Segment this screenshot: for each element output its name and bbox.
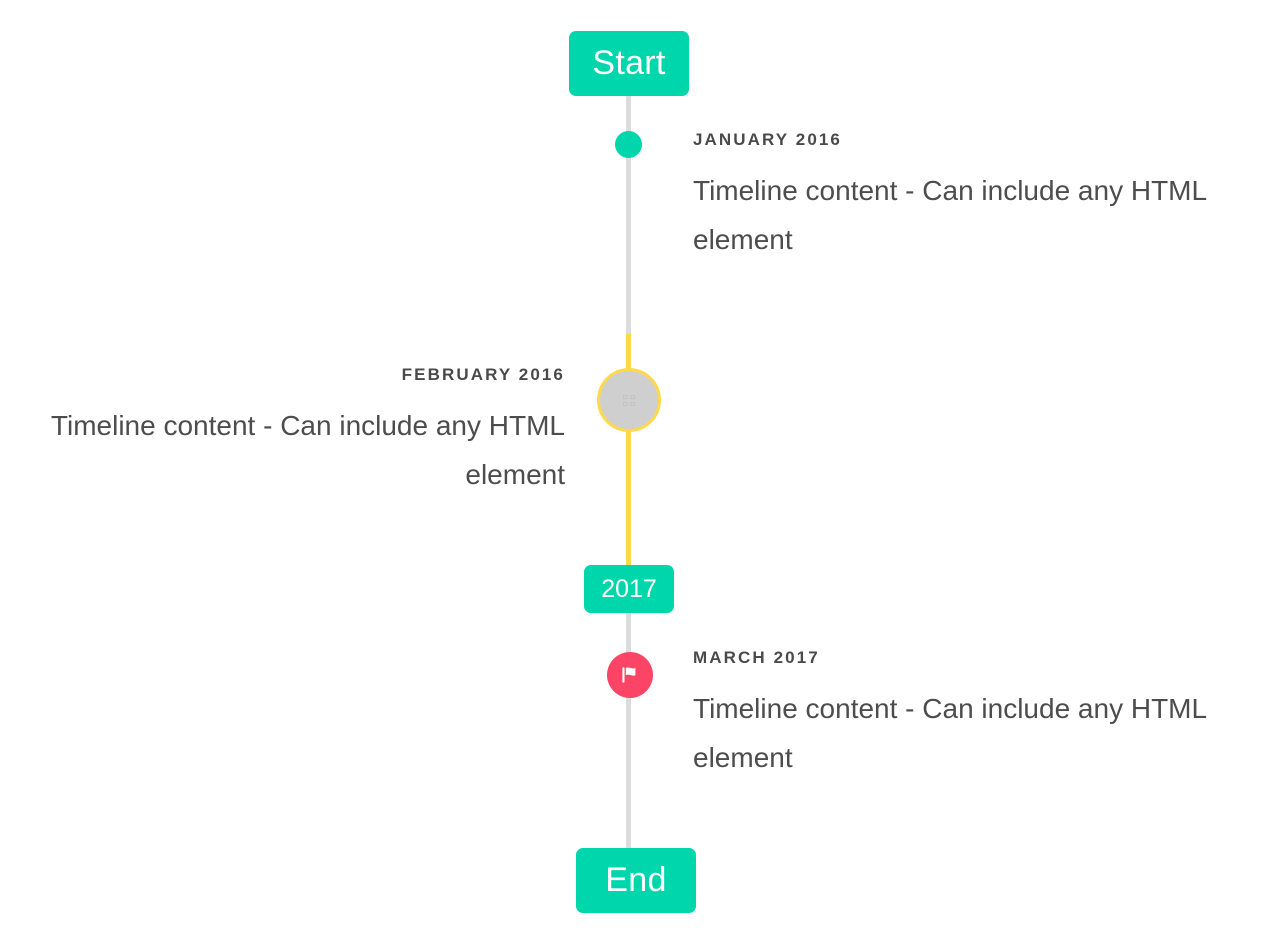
timeline-start-badge-label: Start <box>592 44 666 82</box>
timeline-entry-february-body: February 2016 Timeline content - Can inc… <box>40 365 565 499</box>
dot-icon[interactable] <box>615 131 642 158</box>
timeline-entry-february-date: February 2016 <box>401 365 565 384</box>
timeline-entry-january-date: January 2016 <box>693 130 842 149</box>
flag-icon[interactable] <box>607 652 653 698</box>
timeline-entry-january-text: Timeline content - Can include any HTML … <box>693 175 1207 255</box>
timeline-entry-march-text: Timeline content - Can include any HTML … <box>693 693 1207 773</box>
timeline-entry-february-text: Timeline content - Can include any HTML … <box>50 410 565 490</box>
timeline-entry-march-body: March 2017 Timeline content - Can includ… <box>693 648 1221 782</box>
timeline-end-badge-label: End <box>605 861 667 899</box>
missing-glyph-icon[interactable]: ▫▫ ▫▫ <box>597 368 661 432</box>
timeline-rail-highlighted <box>626 334 631 569</box>
timeline-entry-january-body: January 2016 Timeline content - Can incl… <box>693 130 1221 264</box>
timeline-rail-lower <box>626 610 631 856</box>
timeline-rail-upper <box>626 91 631 338</box>
timeline-end-badge[interactable]: End <box>576 848 696 913</box>
missing-glyph-boxes: ▫▫ ▫▫ <box>622 390 638 410</box>
timeline-year-badge-label: 2017 <box>601 574 657 603</box>
timeline-entry-march-date: March 2017 <box>693 648 820 667</box>
timeline-year-badge[interactable]: 2017 <box>584 565 674 613</box>
timeline-start-badge[interactable]: Start <box>569 31 689 96</box>
